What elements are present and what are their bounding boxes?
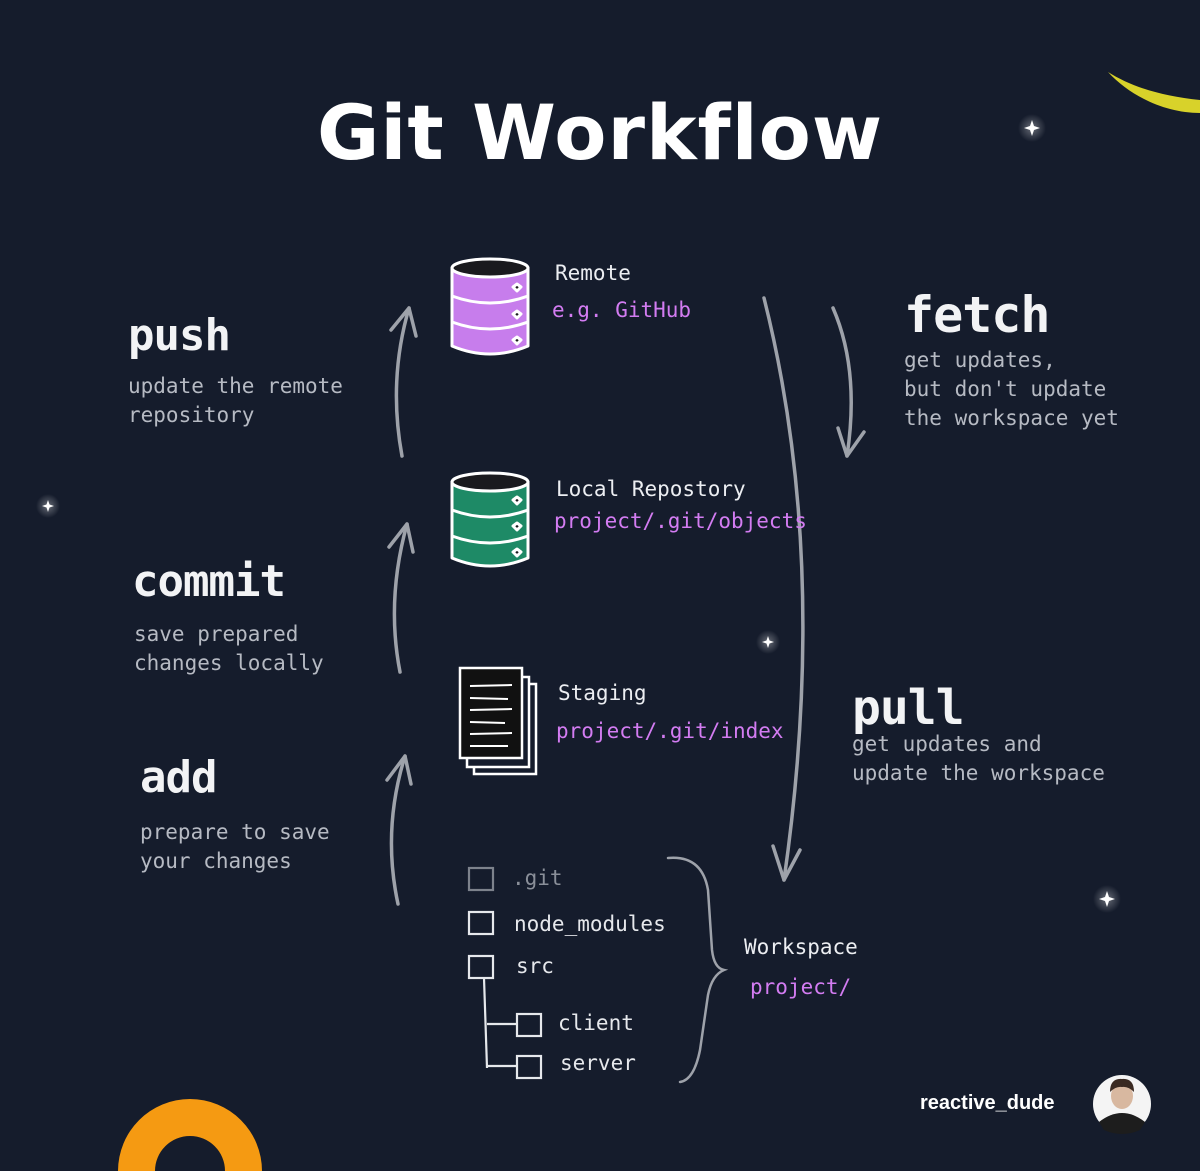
commit-description: save prepared changes locally <box>134 622 324 675</box>
fetch-arrow <box>831 306 866 458</box>
pull-command-label: pull <box>852 680 965 736</box>
tree-item-git: .git <box>512 866 563 890</box>
local-repository-path: project/.git/objects <box>554 509 807 533</box>
commit-command-label: commit <box>132 556 286 607</box>
add-arrow <box>385 754 413 906</box>
add-command-label: add <box>140 752 217 803</box>
remote-path: e.g. GitHub <box>552 298 692 322</box>
workspace-brace <box>666 856 729 1084</box>
staging-label: Staging <box>558 681 647 705</box>
workspace-path: project/ <box>750 975 852 999</box>
local-repository-label: Local Repostory <box>556 477 746 501</box>
staging-documents-icon <box>458 666 538 776</box>
tree-item-client: client <box>558 1011 634 1035</box>
fetch-description: get updates, but don't update the worksp… <box>904 348 1119 430</box>
sparkle-icon <box>36 494 60 518</box>
orange-ring-decoration <box>118 1099 262 1171</box>
workspace-label: Workspace <box>744 935 858 959</box>
push-arrow <box>389 306 418 458</box>
push-command-label: push <box>128 310 231 361</box>
staging-path: project/.git/index <box>556 719 784 743</box>
push-description: update the remote repository <box>128 374 343 427</box>
page-title: Git Workflow <box>316 88 884 177</box>
sparkle-icon <box>756 630 780 654</box>
folder-tree-icon <box>467 866 543 1080</box>
fetch-command-label: fetch <box>904 286 1051 344</box>
avatar <box>1093 1075 1151 1134</box>
remote-database-icon <box>450 257 530 356</box>
remote-label: Remote <box>555 261 631 285</box>
tree-item-server: server <box>560 1051 636 1075</box>
tree-item-src: src <box>516 954 554 978</box>
pull-arrow <box>762 296 805 882</box>
pull-description: get updates and update the workspace <box>852 732 1105 785</box>
local-repository-database-icon <box>450 471 530 568</box>
add-description: prepare to save your changes <box>140 820 330 873</box>
yellow-crescent-decoration <box>1108 72 1200 113</box>
sparkle-icon <box>1018 114 1046 142</box>
tree-item-node-modules: node_modules <box>514 912 666 936</box>
commit-arrow <box>387 522 415 674</box>
author-handle: reactive_dude <box>920 1092 1055 1114</box>
sparkle-icon <box>1093 885 1121 913</box>
